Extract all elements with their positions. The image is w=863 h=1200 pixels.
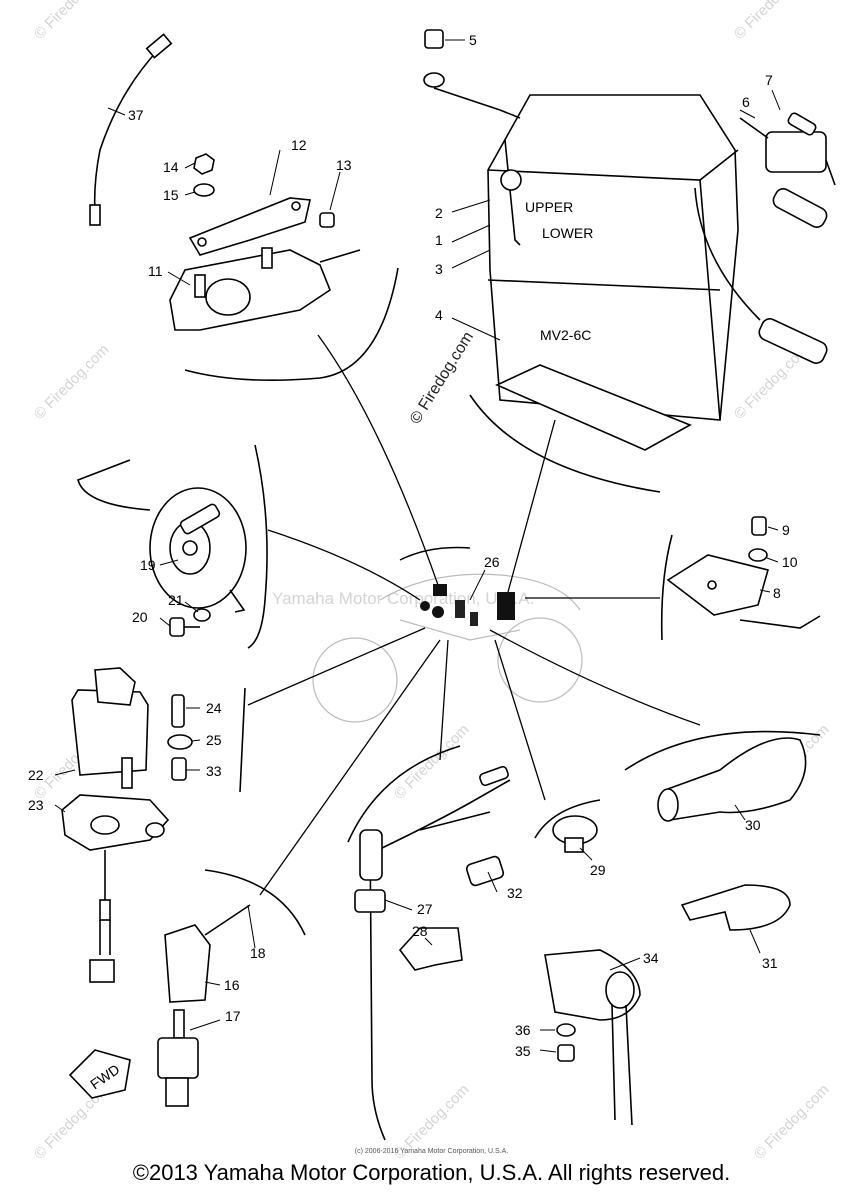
label-11: 11 — [148, 263, 163, 279]
label-9: 9 — [782, 522, 790, 538]
label-7: 7 — [765, 72, 773, 88]
label-12: 12 — [291, 137, 307, 153]
label-33: 33 — [206, 763, 222, 779]
part-28-clip — [398, 927, 463, 971]
part-9-screw — [751, 516, 767, 536]
label-22: 22 — [28, 767, 44, 783]
watermark-firedog: © Firedog.com — [31, 341, 113, 423]
label-2: 2 — [435, 205, 443, 221]
watermark-firedog: © Firedog.com — [731, 0, 813, 43]
part-labels: 1 2 3 4 5 6 7 8 9 10 11 12 13 14 15 16 1… — [28, 32, 798, 1059]
part-1-battery: UPPER LOWER MV2-6C — [487, 94, 739, 421]
label-15: 15 — [163, 187, 179, 203]
part-4-battery-pad — [495, 364, 692, 451]
label-27: 27 — [417, 901, 433, 917]
label-20: 20 — [132, 609, 148, 625]
battery-upper-mark: UPPER — [525, 199, 573, 215]
part-25-washer — [167, 734, 193, 750]
battery-lower-mark: LOWER — [542, 225, 593, 241]
part-10-washer — [748, 548, 768, 562]
battery-vent-tube — [694, 187, 828, 364]
label-1: 1 — [435, 232, 443, 248]
part-30-boot — [657, 737, 807, 822]
part-16-plug-cap — [164, 904, 251, 1003]
label-30: 30 — [745, 817, 761, 833]
label-35: 35 — [515, 1043, 531, 1059]
part-37-wire-lead — [89, 33, 173, 226]
part-19-horn — [77, 459, 247, 613]
label-17: 17 — [225, 1008, 241, 1024]
part-14-nut — [193, 153, 215, 175]
label-24: 24 — [206, 700, 222, 716]
harness-connectors — [399, 546, 515, 626]
label-6: 6 — [742, 94, 750, 110]
label-23: 23 — [28, 797, 44, 813]
watermark-firedog: © Firedog.com — [391, 721, 473, 803]
label-31: 31 — [762, 955, 778, 971]
label-16: 16 — [224, 977, 240, 993]
label-13: 13 — [336, 157, 352, 173]
copyright-footer: ©2013 Yamaha Motor Corporation, U.S.A. A… — [132, 1160, 731, 1185]
part-36-washer — [556, 1023, 576, 1037]
watermark-firedog-dark: © Firedog.com — [407, 329, 477, 427]
label-10: 10 — [782, 554, 798, 570]
part-15-washer — [193, 183, 215, 197]
label-26: 26 — [484, 554, 500, 570]
part-12-bracket — [188, 197, 311, 256]
part-13-nut — [319, 212, 335, 228]
label-3: 3 — [435, 261, 443, 277]
part-6-fuse-holder — [739, 117, 836, 228]
part-20-bolt — [169, 617, 200, 637]
watermark-firedog: © Firedog.com — [31, 0, 113, 43]
part-24-bolt — [171, 694, 185, 728]
part-35-screw — [557, 1044, 575, 1062]
label-29: 29 — [590, 862, 606, 878]
part-27-neutral-switch-lead — [354, 765, 511, 1141]
label-28: 28 — [412, 923, 428, 939]
label-34: 34 — [643, 950, 659, 966]
motorcycle-outline — [312, 573, 583, 723]
part-17-spark-plug — [157, 1009, 199, 1107]
watermark-center: Yamaha Motor Corporation, U.S.A. — [272, 589, 534, 608]
part-5-bolt — [423, 29, 521, 119]
part-22-main-switch — [71, 667, 149, 789]
fwd-arrow: FWD — [68, 1049, 131, 1099]
part-11-starter-relay — [169, 247, 361, 331]
small-print: (c) 2006-2016 Yamaha Motor Corporation, … — [354, 1148, 509, 1155]
part-23-switch-bracket — [61, 794, 170, 983]
part-32-connector — [465, 855, 505, 887]
part-33-collar — [171, 757, 187, 781]
label-19: 19 — [140, 557, 156, 573]
label-36: 36 — [515, 1022, 531, 1038]
callout-leaders — [54, 39, 781, 1053]
label-4: 4 — [435, 307, 443, 323]
label-18: 18 — [250, 945, 266, 961]
part-34-condenser — [544, 949, 641, 1126]
part-7-fuse — [787, 112, 817, 136]
label-21: 21 — [168, 592, 184, 608]
battery-model: MV2-6C — [540, 327, 591, 343]
group-brackets — [184, 267, 821, 936]
part-31-strap — [680, 884, 791, 931]
part-8-bracket — [666, 554, 821, 629]
label-14: 14 — [163, 159, 179, 175]
label-25: 25 — [206, 732, 222, 748]
leader-lines — [247, 334, 701, 896]
part-29-switch — [552, 815, 598, 853]
part-2-battery-band — [500, 139, 522, 246]
label-32: 32 — [507, 885, 523, 901]
label-5: 5 — [469, 32, 477, 48]
label-37: 37 — [128, 107, 144, 123]
label-8: 8 — [773, 585, 781, 601]
